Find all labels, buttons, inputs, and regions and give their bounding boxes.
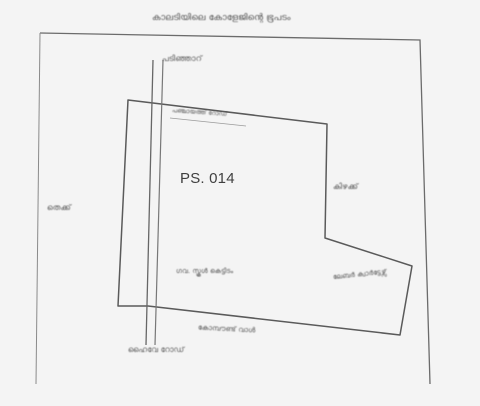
east-label: കിഴക്ക് <box>333 182 359 191</box>
page-border-left <box>35 32 41 385</box>
page-border <box>39 32 431 385</box>
top-note-underline <box>169 117 247 127</box>
west-label: തെക്ക് <box>47 203 72 212</box>
page-heading: കാലടിയിലെ കോളേജിന്റെ ഭൂപടം <box>152 13 291 23</box>
bottom-axis-note: ഹൈവേ റോഡ് <box>128 345 185 354</box>
road-line-left <box>145 59 154 346</box>
plot-boundary <box>117 99 413 336</box>
plot-id-label: PS. 014 <box>180 170 235 187</box>
inner-school-note: ഗവ. സ്കൂൾ കെട്ടിടം <box>176 267 234 275</box>
north-label: പടിഞ്ഞാറ് <box>162 54 202 63</box>
road-line-right <box>154 59 164 346</box>
